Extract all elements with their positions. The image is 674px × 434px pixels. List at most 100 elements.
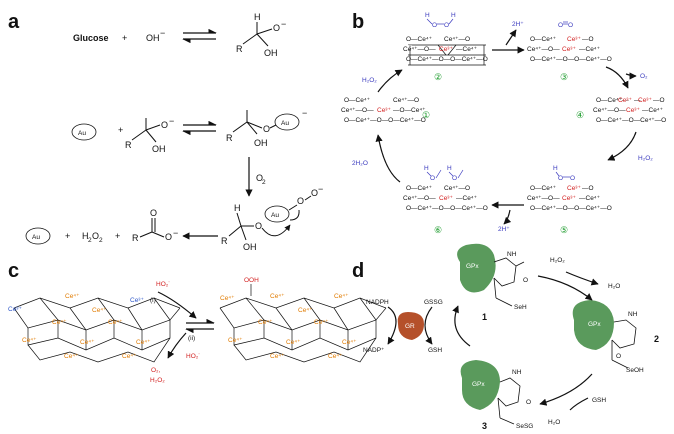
svg-text:O—Ce⁴⁺—O—Ce⁴⁺—O: O—Ce⁴⁺—O—Ce⁴⁺—O [596, 117, 666, 124]
arrow-3-to-4 [605, 66, 629, 89]
gpx-enzyme-1: GPx NH O SeH 1 [457, 243, 528, 322]
h2o2-sub2: 2 [99, 237, 103, 244]
o-atom: O [558, 22, 563, 29]
r-group: R [125, 140, 132, 150]
nadp-label: NADP⁺ [363, 347, 385, 354]
panel-label-c: c [8, 260, 19, 282]
h2o2-input-right: H₂O₂ [638, 155, 653, 162]
panel-label-d: d [352, 260, 364, 282]
svg-text:O—Ce⁴⁺: O—Ce⁴⁺ [344, 97, 371, 104]
o2-release-arrow [625, 72, 637, 80]
ceria-reduced-lattice: Ce³⁺ Ce³⁺ Ce⁴⁺ Ce⁴⁺ Ce⁴⁺ Ce⁴⁺ Ce⁴⁺ Ce⁴⁺ … [8, 293, 181, 363]
svg-text:Ce⁴⁺—O: Ce⁴⁺—O [444, 36, 470, 43]
state-marker-3: ③ [560, 72, 568, 82]
gssg-label: GSSG [424, 299, 443, 306]
carbonyl-o: O [523, 277, 528, 284]
o2-reagent: O [256, 173, 263, 183]
svg-text:Ce³⁺: Ce³⁺ [618, 97, 632, 104]
arrow-1-to-2 [377, 69, 403, 93]
gsh-bottom-label: GSH [592, 397, 606, 404]
h2o2-o: O [92, 231, 99, 241]
state-marker-6: ⑥ [434, 225, 442, 235]
amide-nh: NH [628, 311, 638, 318]
lattice-text-state-6: O—Ce⁴⁺Ce⁴⁺—O Ce⁴⁺—O—Ce³⁺—Ce⁴⁺ O—Ce⁴⁺—O—O… [403, 185, 488, 212]
arrow-6-to-1 [375, 134, 401, 183]
regeneration-arrow [452, 305, 471, 347]
au-label: Au [78, 130, 86, 137]
ce4-label: Ce⁴⁺ [52, 319, 67, 326]
oxygen-product: O₂, [151, 367, 161, 374]
o-minus: O [273, 23, 280, 33]
o-minus: O [165, 232, 172, 242]
svg-text:—: — [634, 97, 641, 104]
o-atom: O [568, 22, 573, 29]
plus-sign: + [122, 33, 127, 43]
glucose-label: Glucose [73, 33, 109, 43]
svg-text:Ce⁴⁺—O—: Ce⁴⁺—O— [403, 195, 436, 202]
r-group: R [236, 44, 243, 54]
lattice-text-state-2: O—Ce⁴⁺Ce⁴⁺—O Ce⁴⁺—O—Ce³⁺—Ce⁴⁺ O—Ce⁴⁺—O—O… [403, 36, 488, 63]
oh-group: OH [264, 48, 278, 58]
ce4-label: Ce⁴⁺ [136, 339, 151, 346]
two-proton-label-bottom: 2H⁺ [498, 226, 510, 233]
svg-text:Ce³⁺: Ce³⁺ [626, 107, 640, 114]
carbonyl-o: O [526, 399, 531, 406]
state-marker-4: ④ [576, 110, 584, 120]
amide-nh: NH [507, 251, 517, 258]
h-atom: H [451, 12, 456, 19]
r-group: R [226, 133, 233, 143]
carbonyl-o: O [616, 353, 621, 360]
o-minus-charge: − [281, 19, 286, 29]
oh-group: OH [254, 138, 268, 148]
svg-text:Ce⁴⁺—O—: Ce⁴⁺—O— [527, 46, 560, 53]
arrow-4-to-5 [607, 131, 637, 161]
gold-particle-2: Au [25, 227, 51, 245]
o-atom: O [444, 22, 449, 29]
h-atom: H [425, 12, 430, 19]
hydroperoxo-adsorbate: H O O [553, 165, 575, 182]
selenol-group: SeH [514, 304, 527, 311]
selenenic-acid-group: SeOH [626, 367, 644, 374]
gsh-uptake-curve [569, 397, 589, 411]
svg-text:Ce³⁺: Ce³⁺ [562, 46, 576, 53]
o-minus-charge: − [318, 184, 323, 194]
ce4-label: Ce⁴⁺ [270, 353, 285, 360]
ce4-label: Ce⁴⁺ [314, 319, 329, 326]
svg-text:O—Ce⁴⁺: O—Ce⁴⁺ [530, 185, 557, 192]
plus-sign: + [118, 125, 123, 135]
r-group: R [132, 233, 139, 243]
h2o2-h: H [82, 231, 89, 241]
svg-text:Ce³⁺: Ce³⁺ [638, 97, 652, 104]
state-marker-2: ② [434, 72, 442, 82]
svg-text:Ce⁴⁺—O: Ce⁴⁺—O [444, 185, 470, 192]
svg-text:—Ce⁴⁺: —Ce⁴⁺ [579, 46, 601, 53]
ce3-left-right: Ce³⁺ [130, 297, 144, 304]
proton-release-arrow [505, 29, 517, 46]
step-ii-label: (ii) [188, 335, 195, 342]
ce4-label: Ce⁴⁺ [228, 337, 243, 344]
svg-text:O—Ce⁴⁺: O—Ce⁴⁺ [530, 36, 557, 43]
svg-text:O—Ce⁴⁺—O—O—Ce⁴⁺—O: O—Ce⁴⁺—O—O—Ce⁴⁺—O [406, 56, 488, 63]
svg-text:—O: —O [653, 97, 665, 104]
panel-label-a: a [8, 11, 20, 33]
gssg-reduction-arrow [424, 306, 433, 345]
ce4-label: Ce⁴⁺ [220, 295, 235, 302]
ce3-left-top: Ce³⁺ [8, 306, 22, 313]
h-atom: H [234, 203, 241, 213]
h-atom: H [447, 165, 452, 172]
o-minus-charge: − [173, 228, 178, 238]
o-atom: O [263, 124, 270, 134]
hydroperoxyl-bottom: HO₂˙ [186, 352, 200, 360]
o-atom: O [452, 175, 457, 182]
minus-sign: − [160, 28, 165, 38]
panel-label-b: b [352, 11, 364, 33]
gold-alkoxide-complex: R OH O Au − [226, 108, 307, 148]
glutathionylation-arrow [539, 373, 593, 406]
peroxo-intermediate: H R OH O Au O O − [221, 184, 323, 252]
lattice-text-state-4: O—Ce⁴⁺—Ce³⁺—Ce³⁺—O Ce⁴⁺—O—Ce³⁺—Ce⁴⁺ O—Ce… [593, 97, 666, 124]
lattice-text-state-1: O—Ce⁴⁺Ce⁴⁺—O Ce⁴⁺—O—Ce³⁺—O—Ce⁴⁺ O—Ce⁴⁺—O… [341, 97, 426, 124]
nadph-label: NADPH [366, 299, 389, 306]
hydroperoxyl-arrow [157, 291, 197, 319]
alkoxide-molecule-2: R OH O − [125, 116, 174, 154]
gr-enzyme: GR [397, 312, 424, 340]
